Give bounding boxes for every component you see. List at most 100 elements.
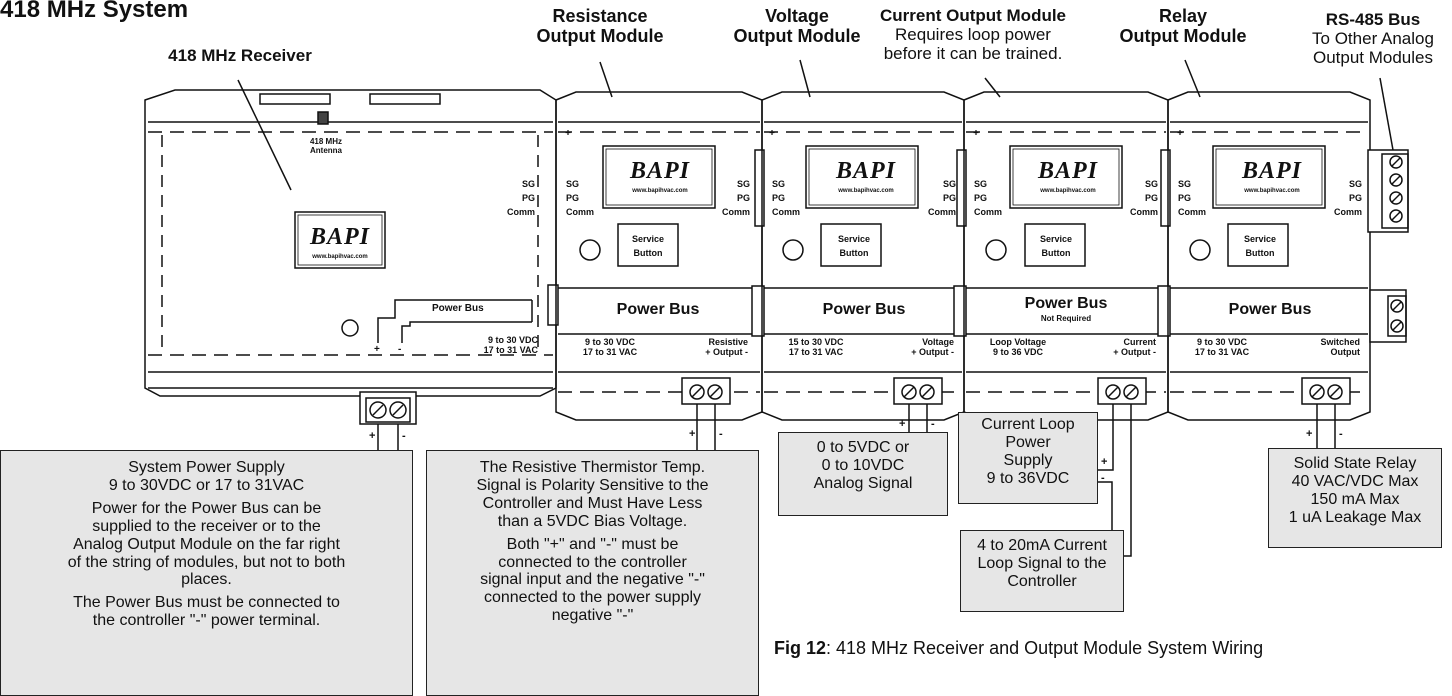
service-line-1: Button [839, 248, 869, 259]
module-resistance-logo: BAPI [629, 158, 690, 184]
label-1: PG [942, 192, 956, 203]
output-0: Switched [1320, 337, 1360, 347]
module-resistance-left-labels: SG PG Comm [566, 178, 594, 220]
receiver-housing [144, 89, 559, 397]
service-line-0: Service [837, 234, 871, 244]
terminal-voltage [893, 377, 943, 432]
callout-receiver: 418 MHz Receiver [168, 46, 312, 65]
wire-plus-loop: + [1101, 456, 1108, 468]
module-voltage-logo: BAPI [835, 158, 896, 184]
supply-0: 9 to 30 VDC [584, 337, 635, 347]
service-line-1: Button [1245, 248, 1275, 259]
module-resistance-logo-web: www.bapihvac.com [632, 188, 688, 194]
label-2: Comm [772, 206, 801, 217]
label-1: PG [1348, 192, 1362, 203]
label-1: PG [736, 192, 750, 203]
output-0: Current [1123, 337, 1156, 347]
module-housings [555, 91, 1371, 421]
supply-1: 17 to 31 VAC [788, 346, 844, 357]
label-0: SG [736, 179, 750, 189]
receiver-polarity-minus: - [398, 344, 402, 355]
service-line-1: Button [633, 248, 663, 259]
terminal-relay [1301, 377, 1351, 448]
supply-0: 9 to 30 VDC [1196, 337, 1247, 347]
receiver-power-bus-tag: Power Bus [432, 303, 484, 314]
module-voltage [761, 91, 967, 421]
wire-minus-resistance: - [719, 428, 723, 440]
module-current-power-bus: Power Bus [1024, 295, 1108, 312]
caption-label: Fig 12 [774, 638, 827, 658]
system-power-box: System Power Supply 9 to 30VDC or 17 to … [0, 450, 413, 696]
service-line-1: Button [1041, 248, 1071, 259]
wire-plus-relay: + [1306, 428, 1313, 440]
label-0: SG [974, 179, 988, 189]
label-1: PG [566, 192, 580, 203]
wire-minus-receiver: - [402, 430, 406, 442]
relay-spec-box: Solid State Relay 40 VAC/VDC Max 150 mA … [1268, 448, 1442, 548]
module-current-output: Current+ Output - [1086, 337, 1156, 358]
supply-0: 15 to 30 VDC [788, 337, 844, 347]
label-2: Comm [1129, 206, 1158, 217]
output-1: + Output - [911, 346, 954, 357]
label-2: Comm [566, 206, 595, 217]
system-title: 418 MHz System [0, 0, 189, 23]
leader-rs485 [1379, 77, 1394, 151]
module-relay-logo: BAPI [1241, 158, 1302, 184]
analog-signal-box: 0 to 5VDC or 0 to 10VDC Analog Signal [778, 432, 948, 516]
terminal-receiver [359, 391, 417, 450]
receiver-logo-web: www.bapihvac.com [312, 254, 368, 260]
label-0: SG [1348, 179, 1362, 189]
supply-1: 9 to 36 VDC [992, 346, 1043, 357]
leader-current [984, 77, 1001, 98]
output-1: Output [1330, 346, 1361, 357]
leader-receiver [237, 79, 292, 191]
caption-text: : 418 MHz Receiver and Output Module Sys… [826, 638, 1264, 658]
module-current-power-bus-note: Not Required [1040, 314, 1092, 323]
leader-relay [1184, 59, 1201, 98]
module-voltage-output: Voltage+ Output - [884, 337, 954, 358]
resistive-note-box: The Resistive Thermistor Temp. Signal is… [426, 450, 759, 696]
module-resistance-output: Resistive+ Output - [678, 337, 748, 358]
leader-voltage [799, 59, 811, 98]
figure-caption: Fig 12: 418 MHz Receiver and Output Modu… [774, 638, 1263, 659]
module-voltage-power-bus: Power Bus [822, 301, 906, 318]
supply-1: 17 to 31 VAC [1194, 346, 1250, 357]
service-line-0: Service [1243, 234, 1277, 244]
wire-plus-resistance: + [689, 428, 696, 440]
label-0: SG [566, 179, 580, 189]
terminal-resistance [681, 377, 731, 450]
module-current-logo: BAPI [1037, 158, 1098, 184]
label-2: Comm [1333, 206, 1362, 217]
label-1: PG [1144, 192, 1158, 203]
leader-resistance [599, 61, 613, 98]
rs485-connector [1367, 149, 1409, 233]
module-relay-power-bus: Power Bus [1228, 301, 1312, 318]
module-voltage-logo-web: www.bapihvac.com [838, 188, 894, 194]
module-resistance-power-bus: Power Bus [616, 301, 700, 318]
callout-current: Current Output Module Requires loop powe… [879, 6, 1067, 64]
supply-1: 17 to 31 VAC [582, 346, 638, 357]
loop-power-supply-box: Current Loop Power Supply 9 to 36VDC [958, 412, 1098, 504]
label-2: Comm [1178, 206, 1207, 217]
service-line-0: Service [631, 234, 665, 244]
receiver-logo: BAPI [309, 224, 370, 250]
output-0: Voltage [922, 337, 954, 347]
wire-minus-relay: - [1339, 428, 1343, 440]
